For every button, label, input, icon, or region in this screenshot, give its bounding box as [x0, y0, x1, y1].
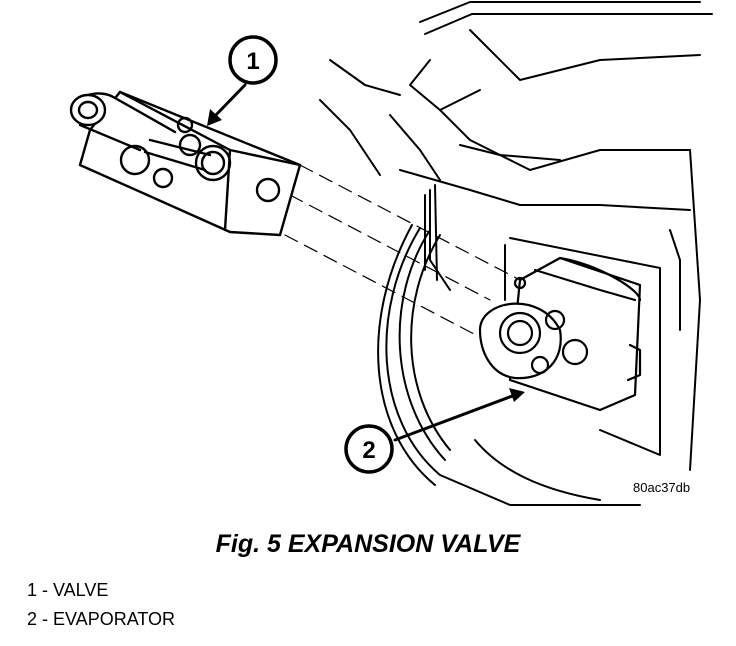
image-code: 80ac37db	[633, 480, 691, 495]
alignment-lines	[284, 164, 521, 346]
evaporator-block	[478, 256, 642, 412]
callout-circle-2: 2	[344, 424, 394, 474]
callout-circle-1: 1	[228, 35, 278, 85]
legend-item-valve: 1 - VALVE	[27, 580, 109, 600]
figure-caption: Fig. 5 EXPANSION VALVE	[215, 530, 521, 558]
leader-lines	[211, 83, 517, 442]
callout-1-number: 1	[246, 48, 259, 75]
callout-2-number: 2	[362, 437, 375, 464]
legend: 1 - VALVE 2 - EVAPORATOR	[27, 576, 175, 634]
evaporator-housing	[319, 1, 713, 506]
expansion-valve	[69, 90, 302, 237]
legend-item-evaporator: 2 - EVAPORATOR	[27, 609, 176, 629]
expansion-valve-illustration: 1 2	[69, 1, 713, 506]
